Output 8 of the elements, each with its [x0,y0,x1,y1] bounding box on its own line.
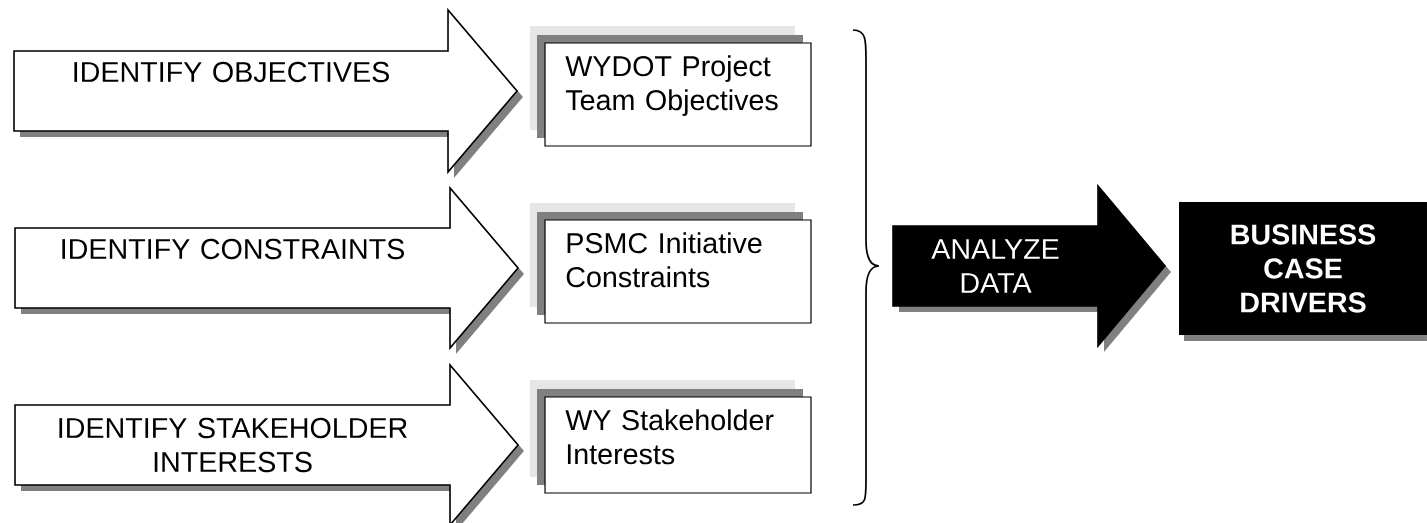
pointer-box: IDENTIFY CONSTRAINTS [14,185,524,354]
text-box: WY Stakeholder Interests [530,380,812,494]
text-box: WYDOT Project Team Objectives [530,26,812,147]
pointer-box: IDENTIFY STAKEHOLDER INTERESTS [14,362,524,523]
pointer-box: IDENTIFY OBJECTIVES [13,7,523,178]
text-box: PSMC Initiative Constraints [530,203,812,324]
result-box: BUSINESS CASE DRIVERS [1179,202,1427,341]
pointer-box: ANALYZE DATA [892,183,1171,352]
